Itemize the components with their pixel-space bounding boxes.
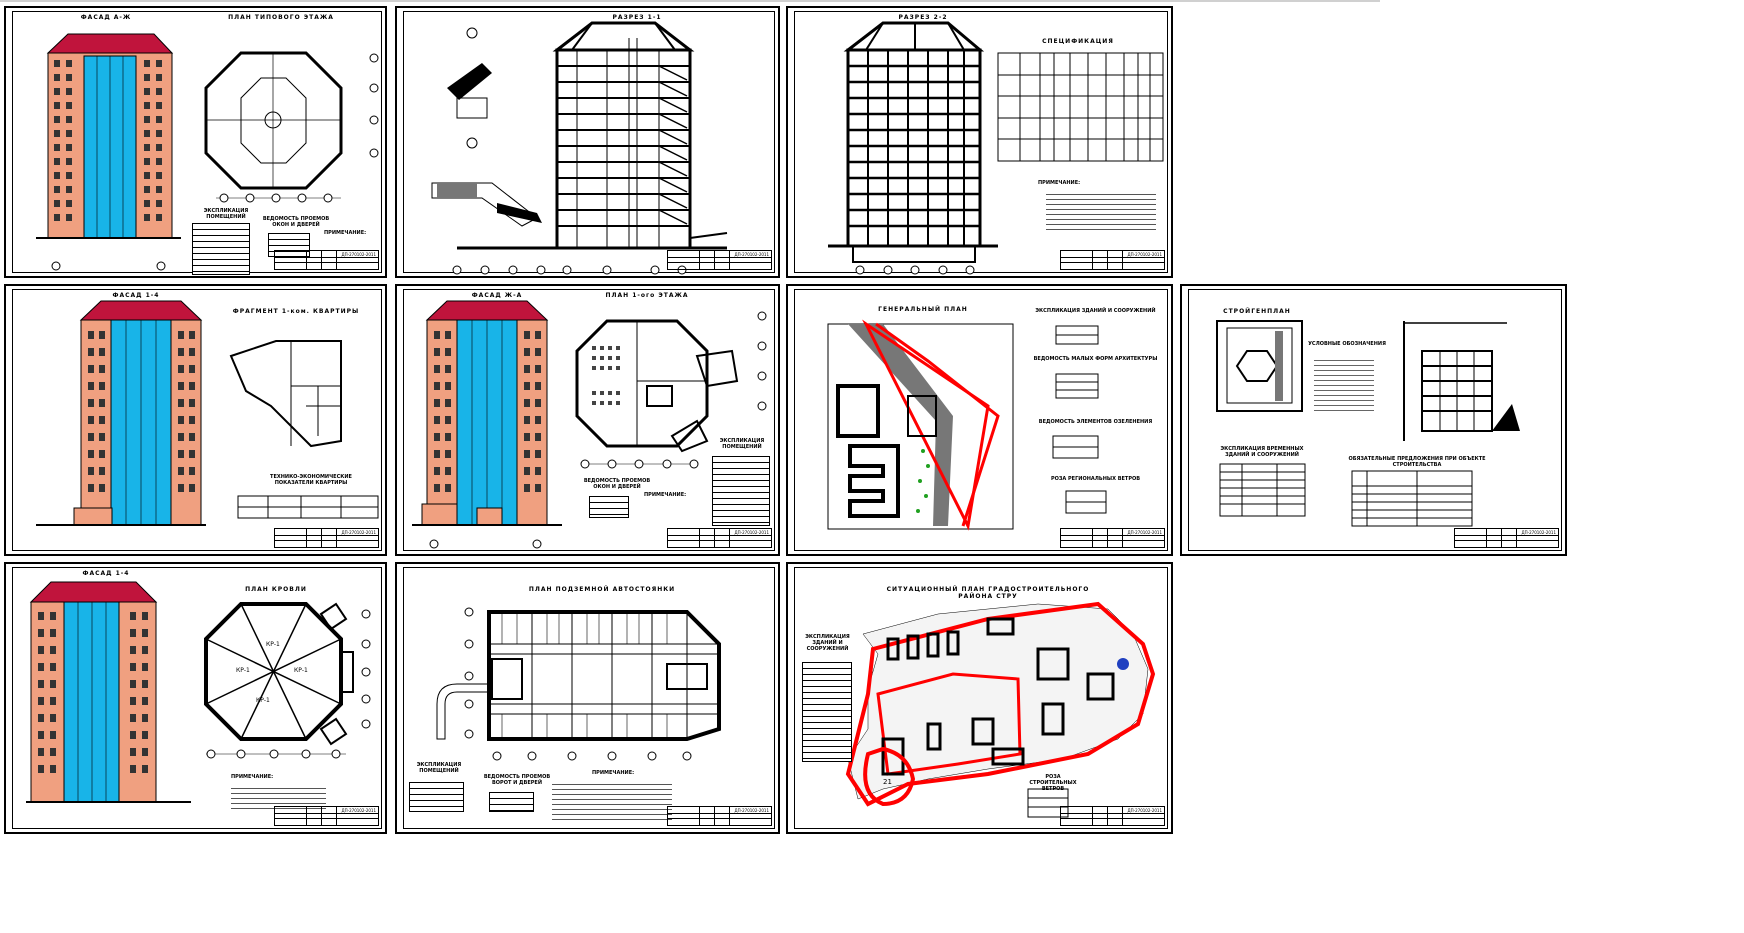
notes-title: ПРИМЕЧАНИЕ: — [231, 774, 274, 780]
plan-title: ПЛАН ТИПОВОГО ЭТАЖА — [228, 14, 334, 21]
notes-title: ПРИМЕЧАНИЕ: — [1038, 180, 1081, 186]
roof-label: КР-1 — [236, 667, 250, 674]
title-block: ДП-270102-2011 — [274, 528, 379, 548]
sheet-general-plan[interactable]: ГЕНЕРАЛЬНЫЙ ПЛАН ЭКСПЛИКАЦИЯ ЗДАНИЙ И СО… — [786, 284, 1173, 556]
sheet-construction-plan[interactable]: СТРОЙГЕНПЛАН УСЛОВНЫЕ ОБОЗ — [1180, 284, 1567, 556]
sheet-title: ПЛАН ПОДЗЕМНОЙ АВТОСТОЯНКИ — [528, 586, 676, 593]
title-block: ДП-270102-2011 — [1060, 806, 1165, 826]
sheet-title: РАЗРЕЗ 1-1 — [612, 14, 662, 21]
sheet-title: ФАСАД 1-4 — [112, 292, 160, 299]
legend-title: ЭКСПЛИКАЦИЯ ЗДАНИЙ И СООРУЖЕНИЙ — [805, 634, 850, 652]
facade-drawing — [36, 33, 379, 271]
legend-wind-rose: РОЗА РЕГИОНАЛЬНЫХ ВЕТРОВ — [1050, 476, 1141, 482]
roof-drawing: КР-1 КР-1 КР-1 КР-1 — [26, 581, 371, 803]
legend-buildings: ЭКСПЛИКАЦИЯ ЗДАНИЙ И СООРУЖЕНИЙ — [1035, 308, 1156, 314]
sheet-facade-zh-a[interactable]: ФАСАД Ж-А ПЛАН 1-ого ЭТАЖА — [395, 284, 780, 556]
site-plan-drawing — [827, 319, 1107, 531]
legend-table — [192, 223, 250, 275]
legend-table — [409, 782, 464, 812]
situation-drawing: 21 — [845, 601, 1156, 818]
table-title: СПЕЦИФИКАЦИЯ — [1042, 38, 1114, 45]
sheet-title: СИТУАЦИОННЫЙ ПЛАН ГРАДОСТРОИТЕЛЬНОГО РАЙ… — [886, 586, 1090, 600]
plan-title: ФРАГМЕНТ 1-ком. КВАРТИРЫ — [232, 308, 360, 315]
sheet-title: ФАСАД 1-4 — [82, 570, 130, 577]
plan-title: ПЛАН 1-ого ЭТАЖА — [605, 292, 689, 299]
legend-title: ЭКСПЛИКАЦИЯ ПОМЕЩЕНИЙ — [416, 762, 462, 774]
plan-title: ПЛАН КРОВЛИ — [245, 586, 307, 593]
sheet-title: ФАСАД Ж-А — [471, 292, 523, 299]
sheet-situation-plan[interactable]: СИТУАЦИОННЫЙ ПЛАН ГРАДОСТРОИТЕЛЬНОГО РАЙ… — [786, 562, 1173, 834]
title-block: ДП-270102-2011 — [667, 806, 772, 826]
sheet-section-2-2[interactable]: РАЗРЕЗ 2-2 СПЕЦИФИКАЦИЯ — [786, 6, 1173, 278]
title-block: ДП-270102-2011 — [274, 250, 379, 270]
roof-label: КР-1 — [256, 697, 270, 704]
legend-table — [712, 456, 770, 526]
spec-table — [589, 496, 629, 518]
legend-title: ЭКСПЛИКАЦИЯ ПОМЕЩЕНИЙ — [203, 208, 249, 220]
legend-greenery: ВЕДОМОСТЬ ЭЛЕМЕНТОВ ОЗЕЛЕНЕНИЯ — [1038, 419, 1153, 425]
sheet-title: РАЗРЕЗ 2-2 — [898, 14, 948, 21]
notes-title: ПРИМЕЧАНИЕ: — [644, 492, 687, 498]
legend-symbols: УСЛОВНЫЕ ОБОЗНАЧЕНИЯ — [1308, 341, 1386, 347]
section-drawing — [828, 21, 1164, 275]
title-block: ДП-270102-2011 — [274, 806, 379, 826]
spec-table — [489, 792, 534, 812]
legend-title: ЭКСПЛИКАЦИЯ ПОМЕЩЕНИЙ — [719, 438, 765, 450]
notes-text-lines — [552, 780, 672, 820]
spec-title: ВЕДОМОСТЬ ПРОЕМОВ ВОРОТ И ДВЕРЕЙ — [483, 774, 551, 786]
sheet-facade-1-4[interactable]: ФАСАД 1-4 ФРАГМЕНТ 1-ком. КВАРТИРЫ — [4, 284, 387, 556]
legend-requirements: ОБЯЗАТЕЛЬНЫЕ ПРЕДЛОЖЕНИЯ ПРИ ОБЪЕКТЕ СТР… — [1348, 456, 1486, 468]
facade-drawing — [36, 300, 379, 526]
table-title: ТЕХНИКО-ЭКОНОМИЧЕСКИЕ ПОКАЗАТЕЛИ КВАРТИР… — [270, 474, 352, 486]
legend-symbol-list — [1314, 356, 1374, 411]
section-drawing — [431, 21, 728, 275]
legend-wind-rose: РОЗА СТРОИТЕЛЬНЫХ ВЕТРОВ — [1029, 774, 1077, 792]
notes-title: ПРИМЕЧАНИЕ: — [592, 770, 635, 776]
parking-drawing — [436, 607, 721, 761]
title-block: ДП-270102-2011 — [1060, 528, 1165, 548]
construction-drawing — [1216, 320, 1520, 527]
sheet-underground-parking[interactable]: ПЛАН ПОДЗЕМНОЙ АВТОСТОЯНКИ ЭКС — [395, 562, 780, 834]
notes-text-lines — [1046, 190, 1156, 232]
title-block: ДП-270102-2011 — [1454, 528, 1559, 548]
top-divider-line — [0, 0, 1380, 2]
sheet-section-1-1[interactable]: РАЗРЕЗ 1-1 — [395, 6, 780, 278]
roof-label: КР-1 — [294, 667, 308, 674]
zone-label: 21 — [883, 778, 892, 786]
roof-label: КР-1 — [266, 641, 280, 648]
title-block: ДП-270102-2011 — [667, 250, 772, 270]
sheet-title: СТРОЙГЕНПЛАН — [1223, 308, 1291, 315]
spec-title: ВЕДОМОСТЬ ПРОЕМОВ ОКОН И ДВЕРЕЙ — [583, 478, 651, 490]
title-block: ДП-270102-2011 — [667, 528, 772, 548]
legend-temp-buildings: ЭКСПЛИКАЦИЯ ВРЕМЕННЫХ ЗДАНИЙ И СООРУЖЕНИ… — [1220, 446, 1304, 458]
sheet-title: ФАСАД А-Ж — [80, 14, 132, 21]
facade-drawing — [412, 300, 767, 549]
spec-title: ВЕДОМОСТЬ ПРОЕМОВ ОКОН И ДВЕРЕЙ — [262, 216, 330, 228]
sheet-roof-plan[interactable]: ФАСАД 1-4 ПЛАН КРОВЛИ — [4, 562, 387, 834]
legend-small-forms: ВЕДОМОСТЬ МАЛЫХ ФОРМ АРХИТЕКТУРЫ — [1033, 356, 1158, 362]
sheet-title: ГЕНЕРАЛЬНЫЙ ПЛАН — [878, 306, 968, 313]
title-block: ДП-270102-2011 — [1060, 250, 1165, 270]
legend-table — [802, 662, 852, 762]
notes-title: ПРИМЕЧАНИЕ: — [324, 230, 367, 236]
sheet-facade-a-zh[interactable]: ФАСАД А-Ж ПЛАН ТИПОВОГО ЭТАЖА — [4, 6, 387, 278]
